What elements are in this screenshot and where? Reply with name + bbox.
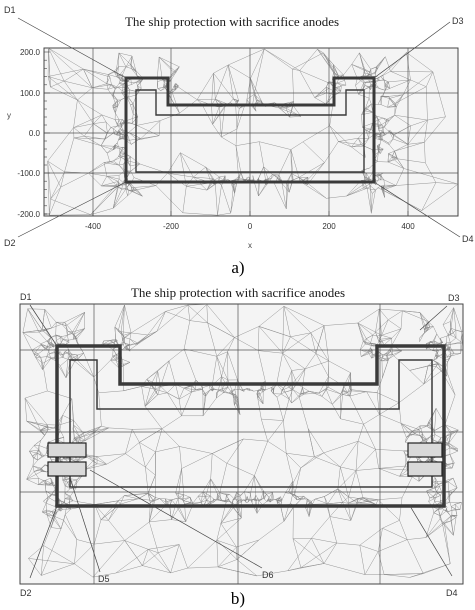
- panel-a-x-tick-label: -200: [163, 222, 180, 231]
- panel-b-marker-d6: D6: [262, 570, 274, 580]
- panel-a-marker-d4: D4: [462, 234, 474, 244]
- panel-a-x-axis-label: x: [248, 241, 252, 250]
- panel-b-marker-d5: D5: [98, 574, 110, 584]
- panel-a-marker-d3: D3: [452, 16, 464, 26]
- panel-b-caption: b): [231, 589, 245, 608]
- panel-a-y-tick-label: -100.0: [17, 169, 40, 178]
- anode-right-lower: [407, 461, 443, 477]
- panel-a-y-tick-label: 200.0: [20, 48, 41, 57]
- panel-b-marker-d3: D3: [448, 293, 460, 303]
- panel-a-gridlines: [44, 48, 458, 216]
- panel-b-hull-inner: [69, 359, 433, 488]
- panel-b-hull-outline: [55, 344, 446, 508]
- anode-right-upper: [407, 442, 443, 458]
- panel-a-leaders: [17, 17, 461, 238]
- panel-a-x-tick-label: 400: [401, 222, 415, 231]
- panel-a-marker-d2: D2: [4, 238, 16, 248]
- panel-b-marker-d4: D4: [446, 588, 458, 598]
- anode-left-lower: [47, 461, 87, 477]
- panel-a-marker-d1: D1: [4, 5, 16, 15]
- panel-b-leaders: [29, 304, 453, 579]
- panel-b: The ship protection with sacrifice anode…: [19, 285, 464, 608]
- panel-a-y-ticks: 200.0 100.0 0.0 -100.0 -200.0: [17, 48, 50, 219]
- panel-b-anodes: [47, 442, 443, 477]
- panel-b-marker-d1: D1: [20, 292, 32, 302]
- panel-a-y-tick-label: 0.0: [29, 129, 41, 138]
- panel-a-caption: a): [231, 258, 244, 277]
- panel-a-x-tick-label: 200: [322, 222, 336, 231]
- panel-a-y-axis-label: y: [7, 111, 11, 120]
- panel-b-marker-d2: D2: [20, 588, 32, 598]
- panel-a-y-tick-label: -200.0: [17, 210, 40, 219]
- anode-left-upper: [47, 442, 87, 458]
- panel-a-x-ticks: -400 -200 0 200 400: [85, 211, 415, 231]
- panel-a-x-tick-label: -400: [85, 222, 102, 231]
- panel-a-y-tick-label: 100.0: [20, 89, 41, 98]
- panel-a-title: The ship protection with sacrifice anode…: [125, 14, 339, 29]
- panel-b-gridlines: [20, 304, 463, 584]
- panel-a-x-tick-label: 0: [248, 222, 253, 231]
- panel-a-hull-outline: [124, 76, 376, 184]
- panel-b-title: The ship protection with sacrifice anode…: [131, 285, 345, 300]
- panel-a-hull-inner: [135, 89, 365, 173]
- panel-a: The ship protection with sacrifice anode…: [4, 5, 474, 277]
